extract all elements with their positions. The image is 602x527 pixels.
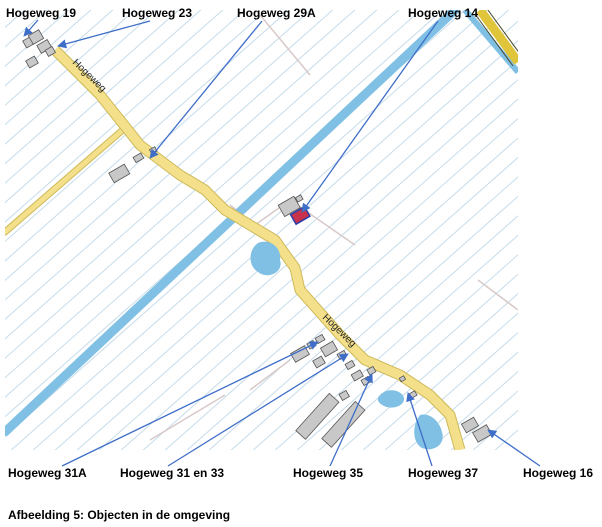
parcel-line <box>528 0 602 460</box>
label-hogeweg-19: Hogeweg 19 <box>6 6 76 20</box>
parcel-line <box>594 0 602 460</box>
highway <box>476 10 518 65</box>
parcel-line <box>274 234 518 450</box>
parcel-line <box>142 117 518 450</box>
parcel-line <box>5 10 444 398</box>
label-hogeweg-16: Hogeweg 16 <box>523 466 593 480</box>
buildings <box>22 29 493 448</box>
pointer-arrows <box>23 19 541 467</box>
parcel-line <box>5 10 400 359</box>
parcel-line <box>5 10 136 126</box>
parcel-line <box>32 20 518 450</box>
parcel-line <box>5 10 312 282</box>
parcel-line <box>5 10 290 262</box>
parcel-line <box>5 10 334 301</box>
label-hogeweg-29a: Hogeweg 29A <box>237 6 316 20</box>
parcel-line <box>550 0 602 460</box>
label-hogeweg-23: Hogeweg 23 <box>122 6 192 20</box>
parcel-line <box>428 370 518 450</box>
map-area: Hogeweg Hogeweg <box>5 0 602 460</box>
parcel-line <box>318 273 518 450</box>
parcel-line <box>572 0 602 460</box>
canal-east <box>462 10 518 74</box>
parcel-line <box>406 351 518 450</box>
parcel-line <box>5 10 224 204</box>
parcel-line <box>5 10 268 243</box>
parcel-line <box>186 156 518 450</box>
parcel-line <box>230 195 518 450</box>
label-hogeweg-31-en-33: Hogeweg 31 en 33 <box>120 466 224 480</box>
label-hogeweg-14: Hogeweg 14 <box>408 6 478 20</box>
parcel-line <box>98 78 518 450</box>
parcel-line <box>362 312 518 450</box>
parcel-line <box>5 10 378 340</box>
parcel-line <box>5 10 246 223</box>
label-hogeweg-31a: Hogeweg 31A <box>8 466 87 480</box>
parcel-line <box>76 59 518 450</box>
parcel-line <box>384 331 518 450</box>
parcel-line <box>252 215 518 450</box>
parcel-line <box>208 176 518 450</box>
ponds <box>250 241 443 450</box>
parcel-line <box>120 98 518 450</box>
parcel-line <box>54 40 518 450</box>
parcel-line <box>516 448 518 450</box>
label-hogeweg-37: Hogeweg 37 <box>408 466 478 480</box>
parcel-line <box>5 10 92 87</box>
canal <box>5 10 460 437</box>
parcel-line <box>164 137 518 450</box>
parcel-line <box>5 10 114 106</box>
figure-caption: Afbeelding 5: Objecten in de omgeving <box>8 508 231 522</box>
parcel-line <box>5 10 356 321</box>
parcel-line <box>5 10 488 437</box>
label-hogeweg-35: Hogeweg 35 <box>293 466 363 480</box>
parcel-line <box>5 10 422 379</box>
parcel-line <box>5 10 180 165</box>
parcel-line <box>5 10 202 184</box>
